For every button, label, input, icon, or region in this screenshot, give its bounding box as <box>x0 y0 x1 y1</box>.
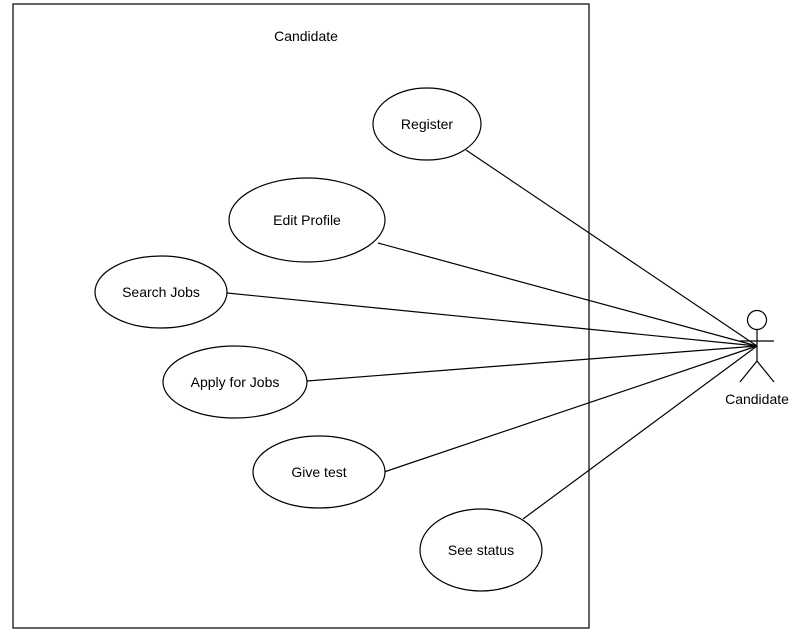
use-case-label: See status <box>448 542 514 558</box>
use-case-see-status[interactable]: See status <box>419 508 543 592</box>
association-edit-profile <box>377 242 758 347</box>
association-search-jobs <box>226 292 758 347</box>
use-case-ellipse <box>162 345 308 419</box>
use-case-search-jobs[interactable]: Search Jobs <box>94 255 228 329</box>
association-give-test <box>383 345 758 473</box>
actor-head-icon <box>746 309 768 331</box>
associations <box>226 149 758 520</box>
use-case-ellipse <box>228 177 386 263</box>
use-case-label: Register <box>401 116 453 132</box>
use-case-label: Search Jobs <box>122 284 200 300</box>
use-case-label: Give test <box>291 464 346 480</box>
actor-label: Candidate <box>725 391 789 407</box>
association-register <box>465 149 758 347</box>
system-boundary-title: Candidate <box>274 28 338 44</box>
use-case-ellipse <box>252 435 386 509</box>
use-case-label: Apply for Jobs <box>191 374 280 390</box>
association-apply-for-jobs <box>306 345 758 382</box>
use-case-ellipse <box>419 508 543 592</box>
use-case-ellipse <box>94 255 228 329</box>
association-see-status <box>522 345 758 520</box>
use-case-register[interactable]: Register <box>372 87 482 161</box>
use-case-apply-for-jobs[interactable]: Apply for Jobs <box>162 345 308 419</box>
actor-left-leg <box>739 360 758 383</box>
use-case-label: Edit Profile <box>273 212 341 228</box>
use-case-ellipse <box>372 87 482 161</box>
use-case-edit-profile[interactable]: Edit Profile <box>228 177 386 263</box>
actor-right-leg <box>756 360 775 383</box>
actor-candidate[interactable] <box>739 309 775 383</box>
use-case-give-test[interactable]: Give test <box>252 435 386 509</box>
